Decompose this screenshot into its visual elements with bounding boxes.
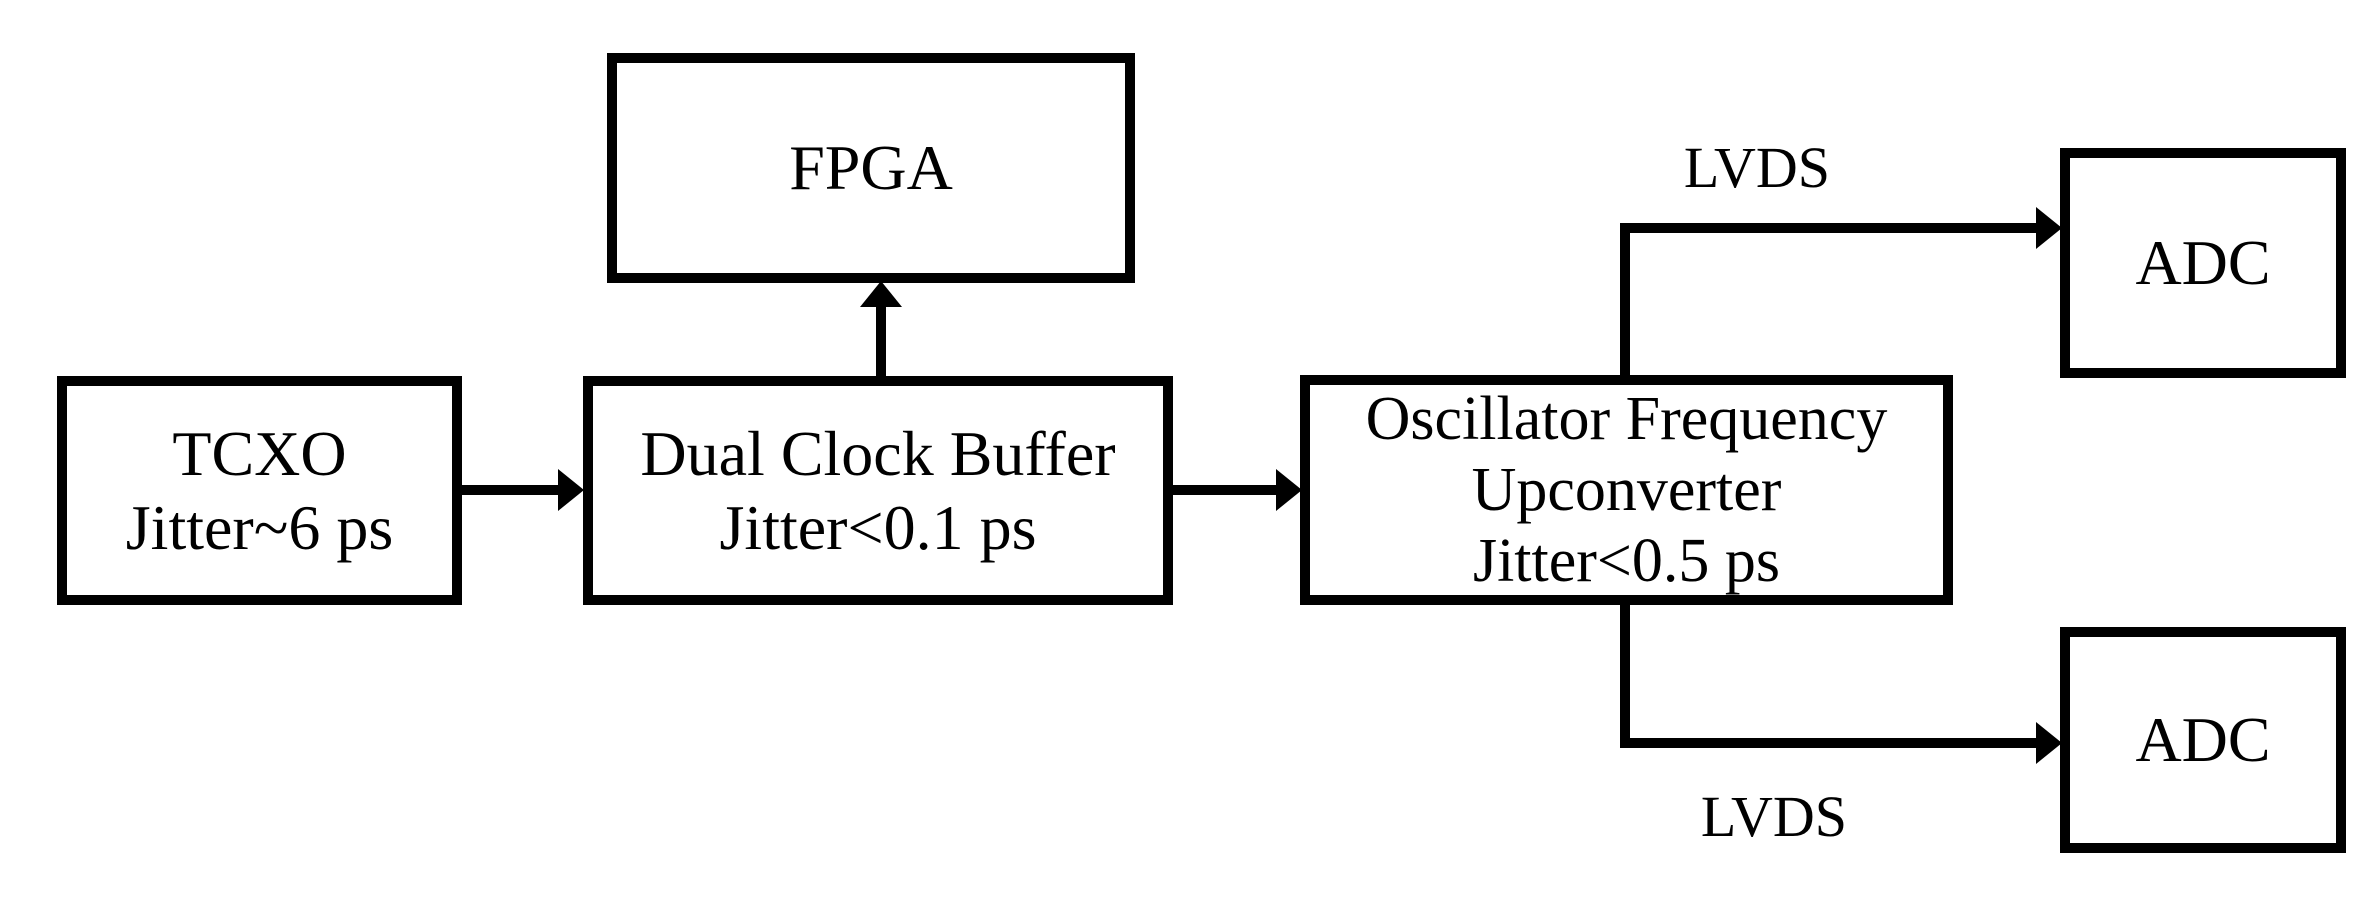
node-dual-clock-buffer-title: Dual Clock Buffer xyxy=(640,417,1116,489)
lvds-top-label: LVDS xyxy=(1683,135,1831,200)
node-adc-top-title: ADC xyxy=(2135,227,2271,298)
node-tcxo-title: TCXO xyxy=(172,417,347,489)
node-tcxo: TCXO Jitter~6 ps xyxy=(57,376,462,605)
edge-upconverter-to-adc-bottom-vertical-line xyxy=(1620,599,1630,746)
node-fpga: FPGA xyxy=(607,53,1135,283)
node-oscillator-frequency-upconverter: Oscillator Frequency Upconverter Jitter<… xyxy=(1300,375,1953,605)
edge-upconverter-to-adc-bottom-horizontal-line xyxy=(1620,738,2038,748)
node-adc-bottom: ADC xyxy=(2060,627,2346,853)
node-upconverter-title-line1: Oscillator Frequency xyxy=(1365,384,1888,453)
arrowhead-right-icon xyxy=(558,469,584,511)
edge-buffer-to-fpga-line xyxy=(876,303,886,382)
node-upconverter-jitter: Jitter<0.5 ps xyxy=(1472,526,1781,595)
arrowhead-right-icon xyxy=(1276,469,1302,511)
node-fpga-title: FPGA xyxy=(789,132,953,203)
node-tcxo-jitter: Jitter~6 ps xyxy=(125,491,394,563)
lvds-bottom-label: LVDS xyxy=(1700,784,1848,849)
arrowhead-right-icon xyxy=(2036,207,2062,249)
node-dual-clock-buffer-jitter: Jitter<0.1 ps xyxy=(719,491,1037,563)
node-adc-bottom-title: ADC xyxy=(2135,704,2271,775)
edge-buffer-to-upconverter-line xyxy=(1169,485,1279,495)
arrowhead-up-icon xyxy=(860,281,902,307)
edge-upconverter-to-adc-top-horizontal-line xyxy=(1620,223,2038,233)
node-dual-clock-buffer: Dual Clock Buffer Jitter<0.1 ps xyxy=(583,376,1173,605)
edge-upconverter-to-adc-top-vertical-line xyxy=(1620,227,1630,380)
edge-tcxo-to-buffer-line xyxy=(452,485,562,495)
node-adc-top: ADC xyxy=(2060,148,2346,378)
arrowhead-right-icon xyxy=(2036,722,2062,764)
node-upconverter-title-line2: Upconverter xyxy=(1471,455,1782,524)
